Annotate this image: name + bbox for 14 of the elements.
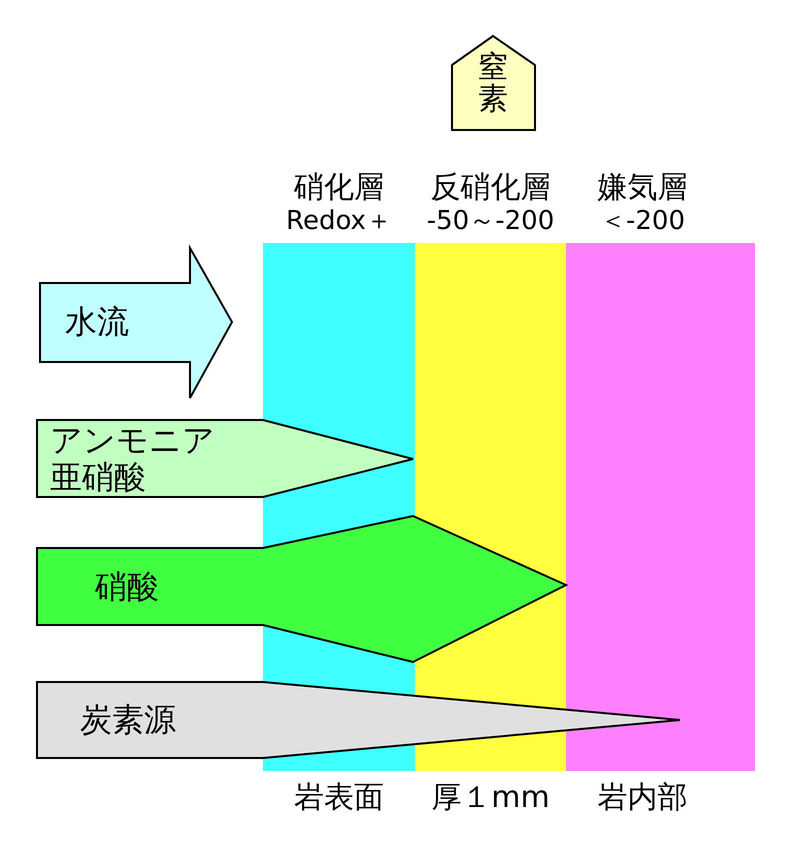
- position-label: 岩内部: [598, 781, 688, 814]
- layer-heading: 反硝化層: [430, 171, 550, 204]
- layer-heading: 硝化層: [294, 171, 384, 204]
- shape-label: 水流: [65, 304, 129, 340]
- position-label: 厚１mm: [431, 781, 550, 814]
- shape-label: 窒素: [478, 52, 508, 114]
- position-label: 岩表面: [294, 781, 384, 814]
- shape-label: 炭素源: [80, 702, 176, 738]
- shape-label: アンモニア亜硝酸: [50, 422, 216, 496]
- layer-heading: 嫌気層: [598, 171, 688, 204]
- redox-value: -50～-200: [426, 207, 554, 236]
- shape-label: 硝酸: [95, 569, 159, 605]
- redox-value: ＜-200: [600, 207, 685, 236]
- redox-value: Redox＋: [286, 207, 392, 236]
